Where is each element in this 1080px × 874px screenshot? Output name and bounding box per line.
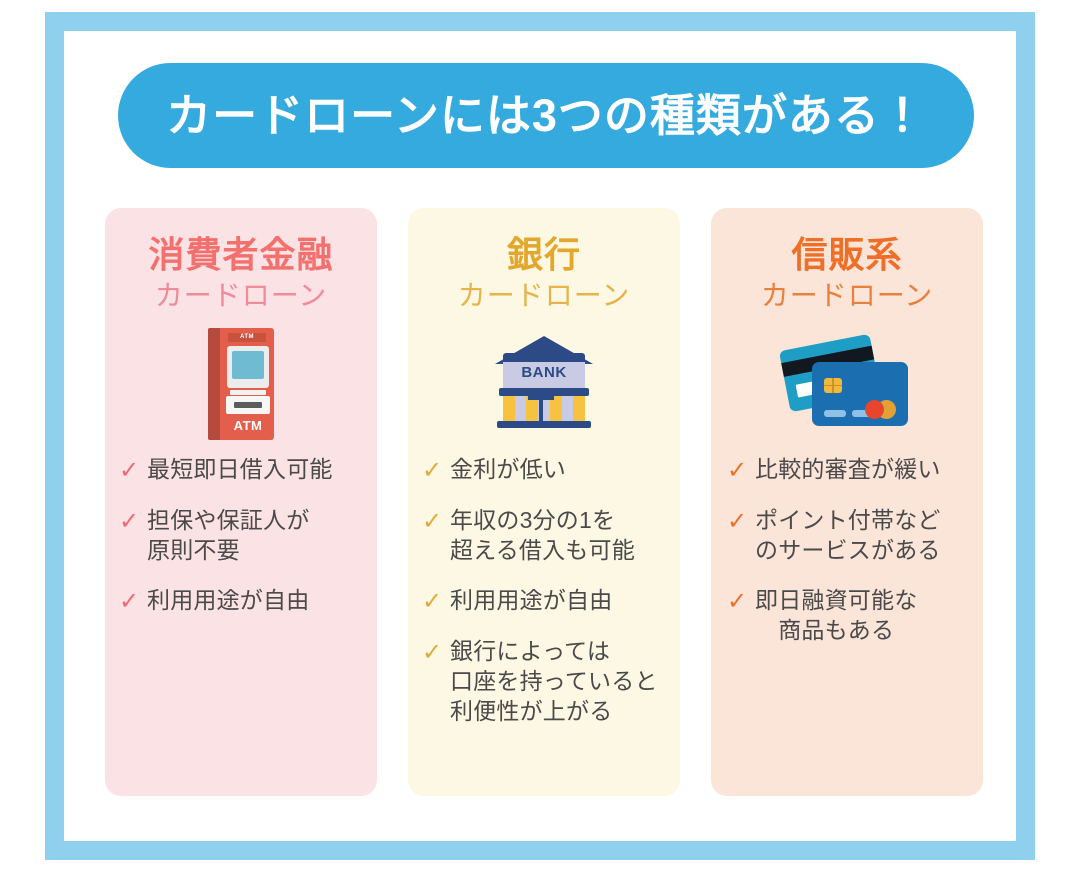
- bullet-line: ポイント付帯など: [755, 506, 941, 533]
- bank-roof-band: [503, 353, 585, 365]
- list-item: ✓ 銀行によっては 口座を持っていると 利便性が上がる: [422, 637, 672, 727]
- column-subtitle: カードローン: [760, 280, 934, 312]
- bullet-text: 最短即日借入可能: [147, 455, 333, 482]
- check-icon: ✓: [727, 587, 748, 615]
- bank-building-icon: BANK: [495, 336, 593, 431]
- list-item: ✓ 年収の3分の1を 超える借入も可能: [422, 506, 672, 566]
- list-item: ✓ 担保や保証人が 原則不要: [119, 506, 369, 566]
- atm-keypad: [230, 389, 266, 395]
- bullet-text: 即日融資可能な 商品もある: [755, 586, 917, 646]
- list-item: ✓ 比較的審査が緩い: [727, 455, 975, 486]
- list-item: ✓ 利用用途が自由: [119, 586, 369, 617]
- bank-label: BANK: [521, 364, 567, 382]
- bullet-line: 口座を持っていると: [450, 667, 658, 694]
- check-icon: ✓: [727, 456, 748, 484]
- column-title: 銀行: [506, 234, 581, 275]
- title-banner: カードローンには3つの種類がある！: [118, 63, 974, 168]
- bank-columns: [503, 396, 586, 422]
- bank-door: [539, 396, 543, 429]
- check-icon: ✓: [119, 507, 140, 535]
- bank-column: [538, 396, 550, 422]
- bank-pediment: [503, 362, 585, 390]
- column-header: 信販系 カードローン: [711, 208, 983, 313]
- bullet-text: 利用用途が自由: [450, 586, 613, 613]
- atm-screen: [232, 350, 264, 379]
- column-subtitle: カードローン: [154, 280, 328, 312]
- atm-icon: ATM ATM: [208, 327, 274, 440]
- atm-cash-slot: [234, 401, 262, 408]
- bullet-text: 比較的審査が緩い: [755, 455, 941, 482]
- check-icon: ✓: [422, 587, 443, 615]
- bullet-text: 担保や保証人が 原則不要: [147, 506, 309, 566]
- bullet-text: 金利が低い: [450, 455, 566, 482]
- bullet-line: のサービスがある: [755, 536, 941, 563]
- column-title: 信販系: [791, 234, 903, 275]
- check-icon: ✓: [422, 456, 443, 484]
- bank-column: [503, 396, 515, 422]
- bullet-list: ✓ 比較的審査が緩い ✓ ポイント付帯など のサービスがある ✓ 即日融資可能な…: [711, 455, 983, 646]
- check-icon: ✓: [422, 638, 443, 666]
- card-number-bar: [824, 409, 846, 417]
- bullet-line: 担保や保証人が: [147, 506, 310, 533]
- bank-column: [526, 396, 539, 422]
- column-header: 消費者金融 カードローン: [105, 208, 377, 313]
- bullet-list: ✓ 最短即日借入可能 ✓ 担保や保証人が 原則不要 ✓ 利用用途が自由: [105, 455, 377, 617]
- bank-entablature: [499, 388, 589, 397]
- list-item: ✓ 即日融資可能な 商品もある: [727, 586, 975, 646]
- atm-front-label: ATM: [233, 417, 263, 433]
- column-credit-sales: 信販系 カードローン: [711, 208, 983, 796]
- bullet-line: 超える借入も可能: [450, 536, 635, 563]
- column-consumer-finance: 消費者金融 カードローン ATM ATM ✓: [105, 208, 377, 796]
- bullet-line: 銀行によっては: [450, 637, 611, 664]
- bullet-line: 原則不要: [147, 536, 240, 563]
- chip-icon: [824, 377, 842, 393]
- bullet-text: 利用用途が自由: [147, 586, 310, 613]
- bank-column: [561, 396, 574, 422]
- front-card: [812, 361, 908, 426]
- card-columns: 消費者金融 カードローン ATM ATM ✓: [105, 208, 983, 796]
- list-item: ✓ 利用用途が自由: [422, 586, 672, 617]
- credit-card-icon: [778, 333, 912, 434]
- atm-side-panel: [208, 327, 222, 440]
- list-item: ✓ 金利が低い: [422, 455, 672, 486]
- bank-column: [514, 396, 527, 422]
- bullet-line: 年収の3分の1を: [450, 506, 616, 533]
- column-bank: 銀行 カードローン BANK: [408, 208, 680, 796]
- column-title: 消費者金融: [148, 234, 334, 275]
- bullet-text: 年収の3分の1を 超える借入も可能: [450, 506, 635, 566]
- check-icon: ✓: [422, 507, 443, 535]
- list-item: ✓ 最短即日借入可能: [119, 455, 369, 486]
- bullet-list: ✓ 金利が低い ✓ 年収の3分の1を 超える借入も可能 ✓ 利用用途が自由 ✓: [408, 455, 680, 726]
- icon-area: ATM ATM: [105, 319, 377, 449]
- bullet-line: 即日融資可能な: [755, 586, 918, 613]
- bank-column: [573, 396, 586, 422]
- bank-base: [497, 421, 591, 429]
- card-network-logo-circle: [865, 399, 884, 419]
- check-icon: ✓: [119, 587, 140, 615]
- page-title: カードローンには3つの種類がある！: [166, 90, 926, 141]
- bullet-line: 商品もある: [755, 616, 895, 643]
- bank-column: [549, 396, 562, 422]
- bullet-text: ポイント付帯など のサービスがある: [755, 506, 941, 566]
- atm-top-label: ATM: [228, 332, 266, 342]
- check-icon: ✓: [727, 507, 748, 535]
- bullet-text: 銀行によっては 口座を持っていると 利便性が上がる: [450, 637, 658, 727]
- card-number-bar: [852, 409, 874, 417]
- check-icon: ✓: [119, 456, 140, 484]
- bullet-line: 利便性が上がる: [450, 697, 613, 724]
- icon-area: BANK: [408, 319, 680, 449]
- icon-area: [711, 319, 983, 449]
- column-subtitle: カードローン: [457, 280, 631, 312]
- column-header: 銀行 カードローン: [408, 208, 680, 313]
- list-item: ✓ ポイント付帯など のサービスがある: [727, 506, 975, 566]
